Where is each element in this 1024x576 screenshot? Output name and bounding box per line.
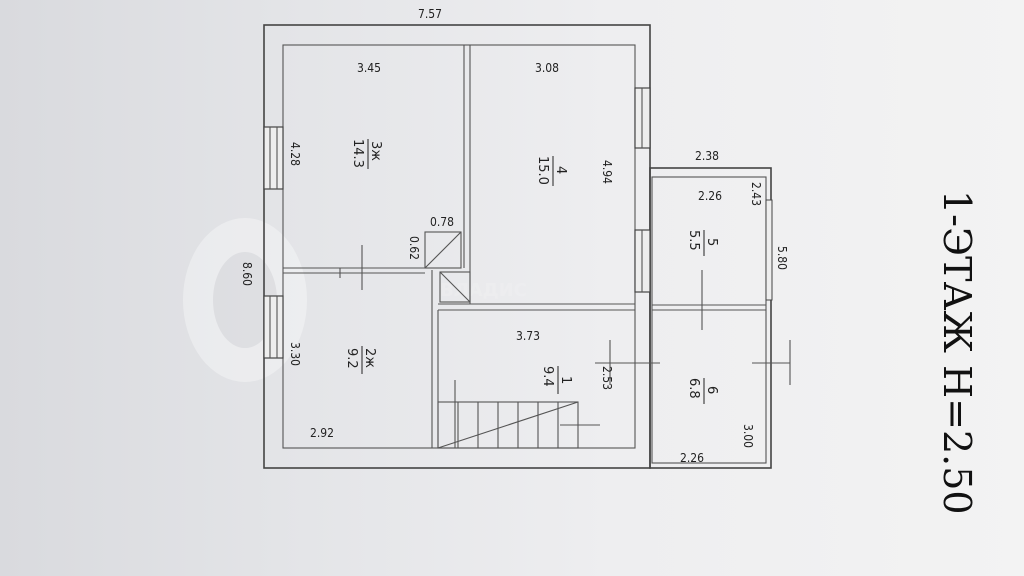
- overall-width-label: 7.57: [418, 7, 442, 21]
- room-1-area: 9.4: [540, 366, 555, 387]
- staircase: [437, 380, 600, 449]
- room-1-width: 3.73: [516, 329, 540, 343]
- room-1-label: 1 9.4: [540, 366, 573, 394]
- annex-width: 2.38: [695, 149, 719, 163]
- room-3-area: 14.3: [350, 139, 365, 168]
- room-4-width: 3.08: [535, 61, 559, 75]
- room-5-area: 5.5: [686, 230, 701, 251]
- window-annex: [765, 199, 773, 301]
- room-1-number: 1: [558, 376, 573, 384]
- closet-depth: 0.62: [407, 236, 421, 260]
- room-2-width: 2.92: [310, 426, 334, 440]
- room-6-label: 6 6.8: [686, 378, 719, 404]
- room-5-label: 5 5.5: [686, 230, 719, 256]
- room-3-width: 3.45: [357, 61, 381, 75]
- room-5-width: 2.26: [698, 189, 722, 203]
- room-5-number: 5: [704, 238, 719, 246]
- closet-diagonal: [424, 231, 462, 269]
- room-6-depth: 3.00: [741, 424, 755, 448]
- room-3-label: 3ж 14.3: [350, 139, 383, 169]
- room-6-width: 2.26: [680, 451, 704, 465]
- room-6-number: 6: [704, 386, 719, 394]
- watermark-text: ВЛАДИС: [440, 280, 527, 301]
- annex-outer-wall: [649, 167, 772, 469]
- window-left-2: [263, 295, 284, 359]
- window-right-2: [634, 229, 651, 293]
- room-5-depth: 2.43: [749, 182, 763, 206]
- inner-wall: [282, 44, 636, 449]
- annex-inner-wall: [651, 176, 767, 464]
- room-3-depth: 4.28: [288, 142, 302, 166]
- room-4-depth: 4.94: [600, 160, 614, 184]
- room-1-depth: 2.53: [600, 366, 614, 390]
- window-right-1: [634, 87, 651, 149]
- room-4-area: 15.0: [535, 156, 550, 185]
- annex-depth: 5.80: [775, 246, 789, 270]
- window-left-1: [263, 126, 284, 190]
- floor-title: 1-ЭТАЖ Н=2.50: [935, 190, 979, 515]
- room-6-area: 6.8: [686, 378, 701, 399]
- shaft-diagonal: [439, 271, 471, 303]
- room-4-label: 4 15.0: [535, 156, 568, 186]
- room-3-number: 3ж: [368, 141, 383, 161]
- room-4-number: 4: [553, 166, 568, 174]
- room-2-label: 2ж 9.2: [344, 346, 377, 374]
- room-2-number: 2ж: [362, 348, 377, 368]
- room-2-depth: 3.30: [288, 342, 302, 366]
- room-2-area: 9.2: [344, 348, 359, 369]
- shaft: [439, 271, 471, 303]
- overall-depth-label: 8.60: [240, 262, 254, 286]
- closet-width: 0.78: [430, 215, 454, 229]
- closet: [424, 231, 462, 269]
